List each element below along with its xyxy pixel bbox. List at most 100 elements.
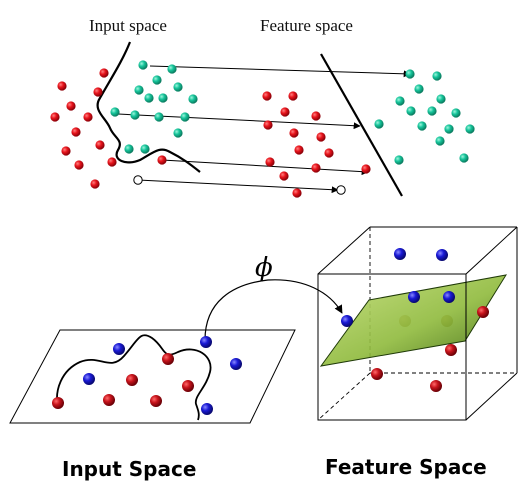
point bbox=[158, 93, 168, 103]
point bbox=[66, 101, 76, 111]
top-feature-red-points bbox=[262, 91, 371, 198]
point bbox=[414, 84, 424, 94]
point bbox=[394, 155, 404, 165]
point bbox=[432, 71, 442, 81]
point bbox=[311, 163, 321, 173]
point bbox=[61, 146, 71, 156]
point bbox=[90, 179, 100, 189]
input-plane-red-points bbox=[52, 353, 194, 409]
top-panel: Input space Feature space bbox=[50, 16, 475, 198]
point bbox=[130, 110, 140, 120]
point bbox=[103, 394, 115, 406]
mapping-arrow-3 bbox=[161, 159, 369, 176]
cube-blue-points-back bbox=[394, 248, 448, 261]
point bbox=[262, 91, 272, 101]
point bbox=[113, 343, 125, 355]
point bbox=[188, 94, 198, 104]
point bbox=[182, 380, 194, 392]
top-input-red-points bbox=[50, 68, 167, 189]
point bbox=[265, 157, 275, 167]
mapping-arrow-2 bbox=[117, 113, 361, 130]
point bbox=[445, 344, 457, 356]
top-feature-space-label: Feature space bbox=[260, 16, 353, 35]
point bbox=[436, 94, 446, 104]
input-space-plane bbox=[9, 329, 296, 424]
wiggly-boundary-icon bbox=[96, 41, 201, 173]
point bbox=[52, 397, 64, 409]
point bbox=[279, 171, 289, 181]
mapping-arrow-4 bbox=[137, 179, 339, 194]
point bbox=[374, 119, 384, 129]
point bbox=[124, 144, 134, 154]
point bbox=[292, 188, 302, 198]
point bbox=[144, 93, 154, 103]
cube-front-face bbox=[317, 273, 467, 421]
point bbox=[430, 380, 442, 392]
bottom-input-space-label: Input Space bbox=[62, 457, 196, 481]
input-plane-boundary-icon bbox=[56, 334, 212, 421]
top-input-space-label: Input space bbox=[89, 16, 167, 35]
point bbox=[154, 112, 164, 122]
point bbox=[140, 144, 150, 154]
point bbox=[459, 153, 469, 163]
point bbox=[436, 249, 448, 261]
bottom-feature-space-label: Feature Space bbox=[325, 455, 487, 479]
point bbox=[294, 145, 304, 155]
point bbox=[394, 248, 406, 260]
point bbox=[201, 403, 213, 415]
cube-back-edge bbox=[317, 372, 371, 421]
point bbox=[93, 87, 103, 97]
linear-boundary-icon bbox=[320, 53, 403, 197]
point bbox=[451, 108, 461, 118]
point bbox=[408, 291, 420, 303]
point bbox=[280, 107, 290, 117]
point bbox=[83, 112, 93, 122]
point bbox=[230, 358, 242, 370]
top-input-teal-points bbox=[110, 60, 198, 154]
point bbox=[477, 306, 489, 318]
point bbox=[173, 128, 183, 138]
point bbox=[263, 120, 273, 130]
cube-blue-points-front bbox=[341, 291, 455, 327]
point bbox=[406, 106, 416, 116]
point bbox=[405, 69, 415, 79]
point bbox=[57, 81, 67, 91]
point bbox=[316, 132, 326, 142]
point bbox=[289, 128, 299, 138]
point bbox=[152, 75, 162, 85]
point bbox=[395, 96, 405, 106]
mapping-arrow-1 bbox=[149, 65, 411, 78]
point bbox=[200, 336, 212, 348]
cube-red-points bbox=[371, 306, 489, 392]
point bbox=[371, 368, 383, 380]
point bbox=[341, 315, 353, 327]
point bbox=[427, 106, 437, 116]
cube-edge bbox=[465, 372, 518, 421]
point bbox=[95, 140, 105, 150]
point bbox=[138, 60, 148, 70]
point bbox=[157, 155, 167, 165]
point bbox=[50, 112, 60, 122]
point bbox=[150, 395, 162, 407]
point bbox=[444, 124, 454, 134]
point bbox=[110, 107, 120, 117]
top-input-hollow-point bbox=[133, 175, 143, 185]
point bbox=[126, 374, 138, 386]
separating-plane bbox=[319, 274, 508, 367]
cube-edge bbox=[465, 226, 518, 275]
point bbox=[74, 160, 84, 170]
mapping-phi-label: ϕ bbox=[255, 253, 273, 283]
point bbox=[134, 85, 144, 95]
top-feature-hollow-point bbox=[336, 185, 346, 195]
input-plane-blue-points bbox=[83, 336, 242, 415]
point bbox=[311, 111, 321, 121]
curved-arrow-icon bbox=[204, 279, 343, 341]
cube-edge bbox=[317, 226, 371, 275]
point bbox=[99, 68, 109, 78]
point bbox=[288, 91, 298, 101]
point bbox=[443, 291, 455, 303]
point bbox=[361, 164, 371, 174]
feature-space-cube-front bbox=[317, 226, 518, 421]
point bbox=[465, 124, 475, 134]
